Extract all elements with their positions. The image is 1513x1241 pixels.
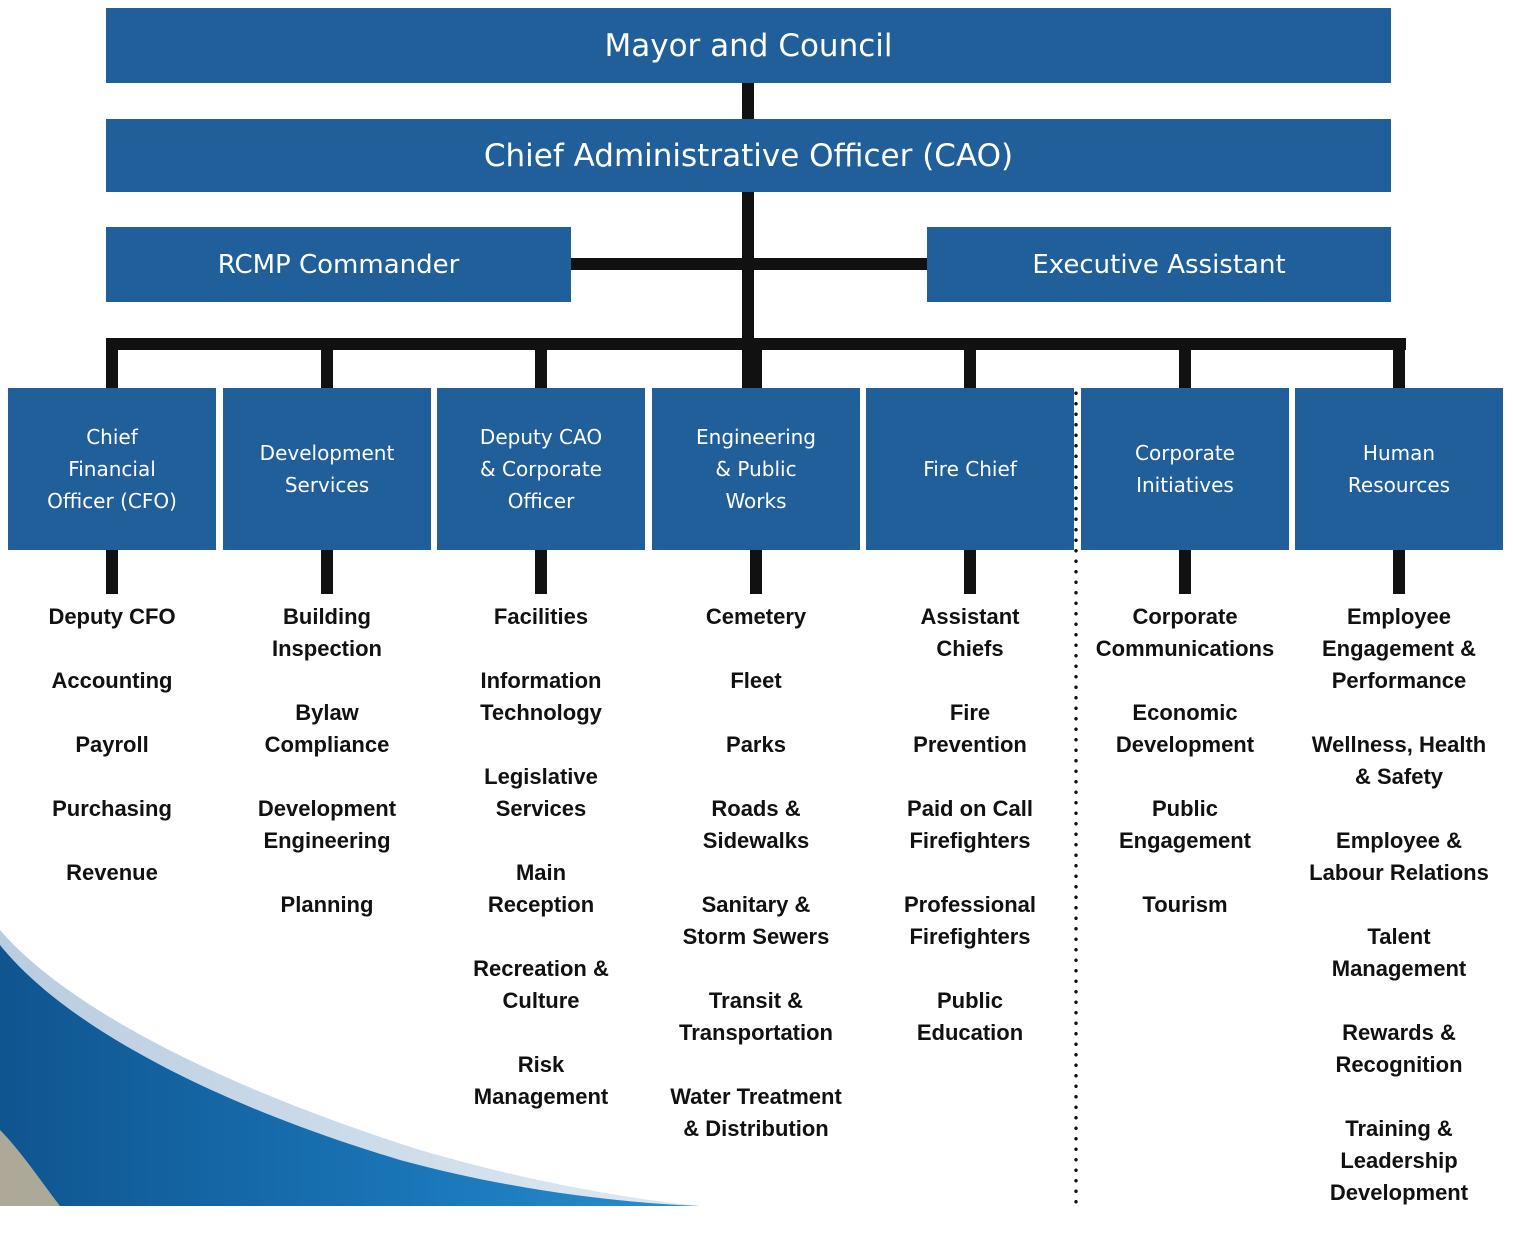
connector-mayor-cao: [742, 83, 754, 119]
connector-to-human-resources: [1393, 338, 1405, 390]
cao-box: Chief Administrative Officer (CAO): [106, 119, 1391, 192]
list-item: Professional Firefighters: [903, 892, 1037, 949]
list-item: Bylaw Compliance: [264, 700, 390, 757]
dept-label-cfo: Chief Financial Officer (CFO): [47, 425, 177, 513]
list-item: Wellness, Health & Safety: [1311, 732, 1487, 789]
connector-below-engineering-public-works: [750, 549, 762, 594]
list-item: Tourism: [1142, 892, 1228, 917]
list-item: Fire Prevention: [913, 700, 1027, 757]
list-item: Employee & Labour Relations: [1309, 828, 1489, 885]
rcmp-commander-box: RCMP Commander: [106, 227, 571, 302]
list-item: Revenue: [66, 860, 158, 885]
dept-label-fire-chief: Fire Chief: [923, 457, 1017, 481]
connector-to-engineering-public-works: [750, 338, 762, 390]
dept-label-deputy-cao: Deputy CAO & Corporate Officer: [479, 425, 603, 513]
dept-label-development-services: Development Services: [259, 441, 395, 497]
list-item: Building Inspection: [271, 604, 382, 661]
connector-to-fire-chief: [964, 338, 976, 390]
connector-below-human-resources: [1393, 549, 1405, 594]
connector-to-deputy-cao: [535, 338, 547, 390]
background-swoosh: [0, 930, 700, 1206]
list-item: Risk Management: [473, 1052, 609, 1109]
list-item: Parks: [726, 732, 786, 757]
list-item: Public Education: [916, 988, 1024, 1045]
connector-below-fire-chief: [964, 549, 976, 594]
dept-box-human-resources: Human Resources: [1295, 388, 1503, 550]
list-item: Legislative Services: [484, 764, 598, 821]
rcmp-commander-label: RCMP Commander: [217, 249, 460, 280]
list-item: Economic Development: [1115, 700, 1255, 757]
dept-box-fire-chief: Fire Chief: [866, 388, 1074, 550]
list-item: Sanitary & Storm Sewers: [682, 892, 830, 949]
list-item: Payroll: [75, 732, 149, 757]
list-item: Paid on Call Firefighters: [907, 796, 1033, 853]
mayor-council-label: Mayor and Council: [604, 27, 893, 64]
dept-box-development-services: Development Services: [223, 388, 431, 550]
connector-to-cfo: [106, 338, 118, 390]
connector-below-corporate-initiatives: [1179, 549, 1191, 594]
dept-box-engineering-public-works: Engineering & Public Works: [652, 388, 860, 550]
connector-to-development-services: [321, 338, 333, 390]
org-chart: Mayor and Council Chief Administrative O…: [0, 8, 1503, 1206]
executive-assistant-label: Executive Assistant: [1032, 249, 1286, 280]
executive-assistant-box: Executive Assistant: [927, 227, 1391, 302]
list-item: Talent Management: [1331, 924, 1467, 981]
list-item: Water Treatment & Distribution: [670, 1084, 842, 1141]
connector-side-bar: [570, 258, 928, 270]
list-item: Transit & Transportation: [678, 988, 833, 1045]
dept-label-engineering-public-works: Engineering & Public Works: [696, 425, 816, 513]
list-item: Main Reception: [487, 860, 595, 917]
list-item: Employee Engagement & Performance: [1321, 604, 1477, 693]
dept-label-corporate-initiatives: Corporate Initiatives: [1135, 441, 1235, 497]
dept-box-cfo: Chief Financial Officer (CFO): [8, 388, 216, 550]
list-item: Purchasing: [52, 796, 172, 821]
dept-box-corporate-initiatives: Corporate Initiatives: [1081, 388, 1289, 550]
connector-to-corporate-initiatives: [1179, 338, 1191, 390]
list-item: Public Engagement: [1118, 796, 1252, 853]
connector-below-deputy-cao: [535, 549, 547, 594]
connector-below-cfo: [106, 549, 118, 594]
list-item: Accounting: [51, 668, 173, 693]
list-item: Assistant Chiefs: [920, 604, 1020, 661]
dept-box-deputy-cao: Deputy CAO & Corporate Officer: [437, 388, 645, 550]
list-item: Cemetery: [705, 604, 807, 629]
list-item: Recreation & Culture: [473, 956, 609, 1013]
dotted-divider: [1073, 388, 1079, 1206]
list-item: Training & Leadership Development: [1329, 1116, 1469, 1205]
list-item: Fleet: [730, 668, 782, 693]
list-item: Roads & Sidewalks: [702, 796, 810, 853]
list-item: Planning: [280, 892, 374, 917]
dept-label-human-resources: Human Resources: [1347, 441, 1451, 497]
list-item: Deputy CFO: [48, 604, 176, 629]
cao-label: Chief Administrative Officer (CAO): [483, 137, 1014, 174]
list-item: Rewards & Recognition: [1335, 1020, 1463, 1077]
mayor-council-box: Mayor and Council: [106, 8, 1391, 83]
list-item: Development Engineering: [257, 796, 397, 853]
list-item: Facilities: [493, 604, 589, 629]
list-item: Corporate Communications: [1095, 604, 1275, 661]
list-item: Information Technology: [480, 668, 602, 725]
connector-below-development-services: [321, 549, 333, 594]
